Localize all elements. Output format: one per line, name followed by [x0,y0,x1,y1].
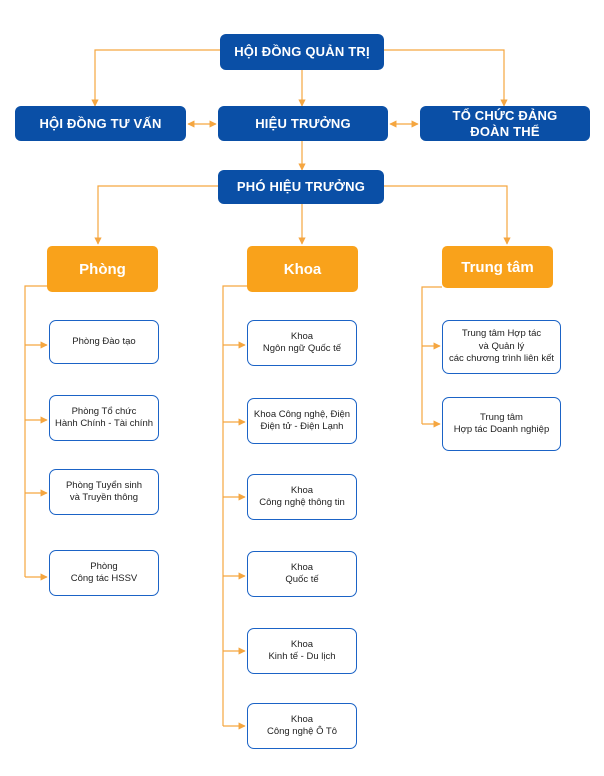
trungtam-doanh-nghiep-card: Trung tâm Hợp tác Doanh nghiệp [442,397,561,451]
advisory-box: HỘI ĐỒNG TƯ VẤN [15,106,186,141]
group-khoa-header: Khoa [247,246,358,292]
vice-rector-box: PHÓ HIỆU TRƯỞNG [218,170,384,204]
phong-dao-tao-card: Phòng Đào tạo [49,320,159,364]
khoa-kinh-te-card: Khoa Kinh tế - Du lịch [247,628,357,674]
phong-to-chuc-card: Phòng Tổ chức Hành Chính - Tài chính [49,395,159,441]
khoa-ngon-ngu-card: Khoa Ngôn ngữ Quốc tế [247,320,357,366]
khoa-quoc-te-card: Khoa Quốc tế [247,551,357,597]
party-box: TỔ CHỨC ĐẢNG ĐOÀN THỂ [420,106,590,141]
board-box: HỘI ĐỒNG QUẢN TRỊ [220,34,384,70]
phong-tuyen-sinh-card: Phòng Tuyển sinh và Truyền thông [49,469,159,515]
group-trungtam-header: Trung tâm [442,246,553,288]
khoa-cong-nghe-dien-card: Khoa Công nghệ, Điện Điện tử - Điện Lạnh [247,398,357,444]
group-phong-header: Phòng [47,246,158,292]
rector-box: HIỆU TRƯỞNG [218,106,388,141]
khoa-cntt-card: Khoa Công nghệ thông tin [247,474,357,520]
khoa-o-to-card: Khoa Công nghệ Ô Tô [247,703,357,749]
phong-hssv-card: Phòng Công tác HSSV [49,550,159,596]
trungtam-hop-tac-quan-ly-card: Trung tâm Hợp tác và Quản lý các chương … [442,320,561,374]
